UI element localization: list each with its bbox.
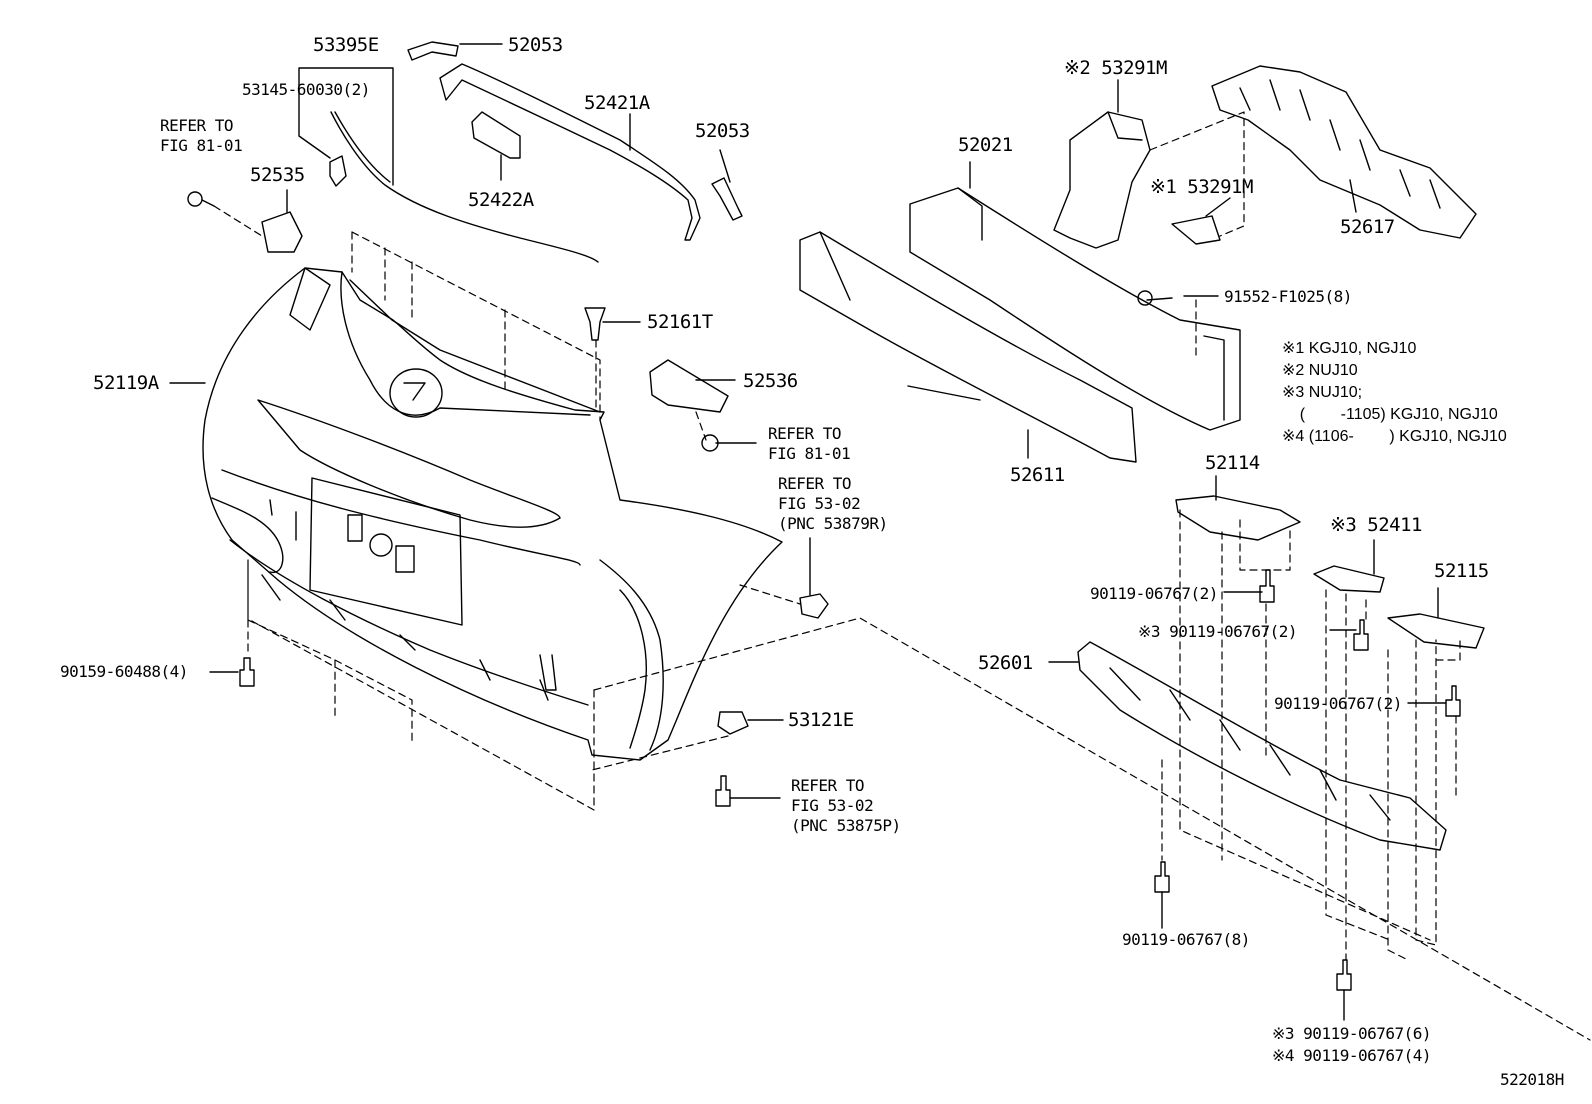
refer-to-fig-53-02-b: REFER TO FIG 53-02 (PNC 53875P) bbox=[791, 776, 901, 835]
note-2: ※2 NUJ10 bbox=[1282, 362, 1358, 379]
callout-53121E: 53121E bbox=[788, 709, 854, 731]
callout-90119-06767-a: 90119-06767(2) bbox=[1090, 584, 1218, 603]
refer-to-fig-81-01-b: REFER TO FIG 81-01 bbox=[768, 424, 851, 463]
callout-52119A: 52119A bbox=[93, 372, 159, 394]
callout-52021: 52021 bbox=[958, 134, 1013, 156]
diagram-id: 522018H bbox=[1500, 1070, 1564, 1089]
note-4: ※4 (1106- ) KGJ10, NGJ10 bbox=[1282, 428, 1507, 445]
callout-52535: 52535 bbox=[250, 164, 305, 186]
bumper-cover-shape bbox=[203, 268, 782, 760]
refer-to-fig-81-01-a: REFER TO FIG 81-01 bbox=[160, 116, 243, 155]
molding-53395E-shape bbox=[331, 112, 598, 262]
refer-to-fig-53-02-a: REFER TO FIG 53-02 (PNC 53879R) bbox=[778, 474, 888, 533]
callout-53395E: 53395E bbox=[313, 34, 379, 56]
callout-52611: 52611 bbox=[1010, 464, 1065, 486]
callout-90119-06767-c: 90119-06767(2) bbox=[1274, 694, 1402, 713]
callout-52617: 52617 bbox=[1340, 216, 1395, 238]
callout-53145-60030: 53145-60030(2) bbox=[242, 80, 370, 99]
callout-90159-60488: 90159-60488(4) bbox=[60, 662, 188, 681]
callout-52161T: 52161T bbox=[647, 311, 713, 333]
callout-52536: 52536 bbox=[743, 370, 798, 392]
callout-53291M-2: ※2 53291M bbox=[1064, 57, 1167, 79]
callout-90119-06767-d: 90119-06767(8) bbox=[1122, 930, 1250, 949]
callout-52421A: 52421A bbox=[584, 92, 650, 114]
callout-52114: 52114 bbox=[1205, 452, 1260, 474]
callout-52601: 52601 bbox=[978, 652, 1033, 674]
callout-52053-top: 52053 bbox=[508, 34, 563, 56]
callout-52411: ※3 52411 bbox=[1330, 514, 1423, 536]
callout-52115: 52115 bbox=[1434, 560, 1489, 582]
callout-90119-06767-b: ※3 90119-06767(2) bbox=[1138, 622, 1298, 641]
callout-53291M-1: ※1 53291M bbox=[1150, 176, 1253, 198]
callout-52053-right: 52053 bbox=[695, 120, 750, 142]
note-1: ※1 KGJ10, NGJ10 bbox=[1282, 340, 1417, 357]
callout-91552-F1025: 91552-F1025(8) bbox=[1224, 287, 1352, 306]
callout-90119-06767-e: ※3 90119-06767(6) bbox=[1272, 1024, 1432, 1043]
note-3: ※3 NUJ10; bbox=[1282, 384, 1363, 401]
callout-52422A: 52422A bbox=[468, 189, 534, 211]
note-3-cont: ( -1105) KGJ10, NGJ10 bbox=[1282, 406, 1498, 423]
callout-90119-06767-f: ※4 90119-06767(4) bbox=[1272, 1046, 1432, 1065]
